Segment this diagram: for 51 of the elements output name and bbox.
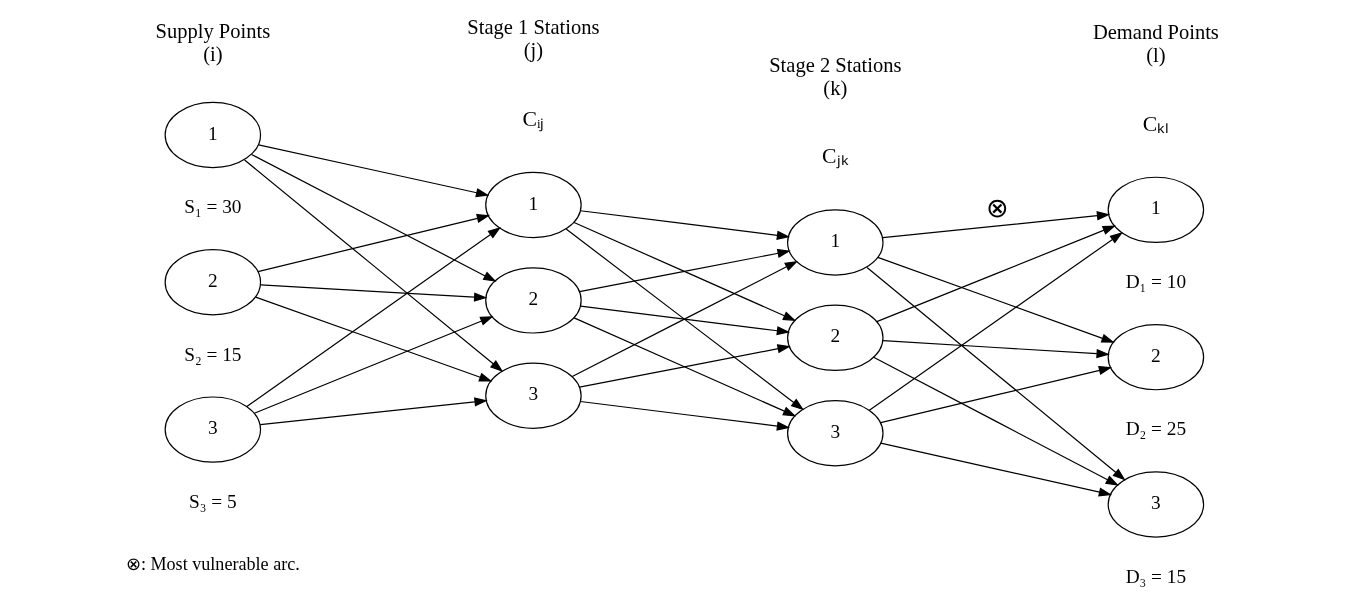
arrow (579, 210, 791, 240)
arrow (866, 266, 1126, 481)
node-label: D₃ = 15 (1125, 565, 1187, 587)
arrow (882, 340, 1110, 359)
arrow (573, 221, 797, 322)
arrow (260, 284, 488, 302)
arrow (877, 256, 1115, 343)
node-ellipse: 3 (485, 362, 582, 429)
node-ellipse: 2 (787, 304, 884, 372)
arrow (255, 296, 493, 382)
node-label: D₁ = 10 (1125, 271, 1187, 293)
label: Cⱼₖ (822, 144, 849, 169)
arrow (246, 227, 502, 407)
label: ⊗: Most vulnerable arc. (125, 554, 300, 575)
edge-label: ⊗ (985, 192, 1009, 223)
arrow (253, 316, 494, 414)
node-ellipse: 2 (485, 267, 582, 334)
node-ellipse: 3 (1107, 471, 1205, 538)
node-ellipse: 2 (164, 249, 262, 316)
node-ellipse: 2 (1107, 323, 1205, 391)
arrow (880, 365, 1113, 424)
node-label: S₁ = 30 (184, 196, 242, 218)
arrow (876, 225, 1116, 323)
arrow (868, 232, 1124, 411)
node-label: S₃ = 5 (189, 490, 237, 512)
arrow (250, 153, 497, 282)
arrow (565, 228, 805, 411)
arrow (880, 442, 1113, 497)
node-label: D₂ = 25 (1125, 418, 1187, 440)
label: Cᵢⱼ (522, 106, 545, 131)
arrow (578, 248, 791, 293)
arrow (873, 356, 1119, 486)
arrow (882, 211, 1111, 239)
node-ellipse: 1 (164, 101, 262, 169)
arrow (257, 213, 491, 273)
node-label: S₂ = 15 (184, 343, 242, 365)
arrow (258, 144, 490, 198)
label: Demand Points (l) (1092, 21, 1219, 67)
label: Stage 2 Stations (k) (769, 53, 902, 99)
arrow (573, 317, 797, 417)
arrow (579, 400, 791, 431)
label: Cₖₗ (1142, 111, 1170, 136)
label: Stage 1 Stations (j) (467, 16, 600, 62)
label: Supply Points (i) (155, 19, 271, 65)
arrow (571, 260, 798, 378)
node-ellipse: 1 (787, 209, 884, 276)
arrow (243, 159, 504, 372)
arrow (259, 397, 488, 426)
node-ellipse: 3 (164, 396, 262, 463)
arrow (579, 305, 791, 336)
arrow (578, 344, 791, 388)
